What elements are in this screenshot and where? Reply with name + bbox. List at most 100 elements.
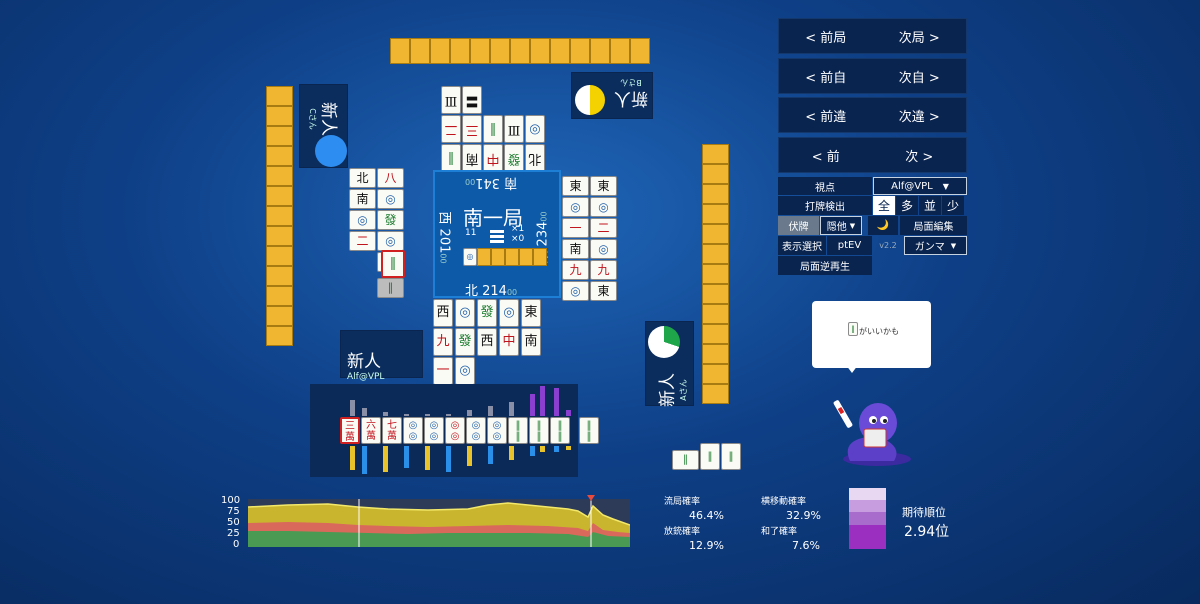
discard-tile: ◎ bbox=[562, 281, 589, 301]
wall-tile bbox=[470, 38, 490, 64]
wall-tile bbox=[266, 226, 293, 246]
wall-tile bbox=[266, 126, 293, 146]
ptev-button[interactable]: ptEV bbox=[827, 236, 872, 255]
prev-diff-button[interactable]: < 前違 bbox=[805, 109, 847, 125]
eval-bar-down bbox=[566, 446, 571, 450]
prev-self-button[interactable]: < 前自 bbox=[805, 70, 847, 86]
rank-label: 期待順位 bbox=[902, 506, 946, 519]
extra-count: ×0 bbox=[511, 234, 525, 244]
wall-tile bbox=[530, 38, 550, 64]
moon-icon[interactable]: 🌙 bbox=[868, 216, 898, 235]
hidden-select[interactable]: 隠他 ▼ bbox=[820, 216, 862, 235]
left-wall bbox=[266, 86, 293, 346]
next-button[interactable]: 次 > bbox=[905, 149, 934, 165]
hand-tile[interactable]: ◎◎ bbox=[487, 417, 507, 444]
wall-tile bbox=[450, 38, 470, 64]
wall-tile bbox=[490, 38, 510, 64]
discard-tile: 北 bbox=[525, 144, 545, 172]
honba-count: 11 bbox=[465, 228, 477, 238]
ryukyoku-value: 46.4% bbox=[689, 509, 724, 522]
houju-value: 12.9% bbox=[689, 539, 724, 552]
wall-tile bbox=[702, 284, 729, 304]
discard-tile: 南 bbox=[562, 239, 589, 259]
eval-bar-up bbox=[554, 388, 559, 416]
player-sub: Bさん bbox=[620, 78, 642, 87]
wall-tile bbox=[266, 326, 293, 346]
hand-tile[interactable]: ◎◎ bbox=[445, 417, 465, 444]
player-sub: Alf@VPL bbox=[347, 372, 385, 382]
hand-tile[interactable]: ◎◎ bbox=[403, 417, 423, 444]
chevron-down-icon: ▼ bbox=[942, 181, 949, 191]
eval-bar-up bbox=[425, 414, 430, 416]
hand-tile[interactable]: 三萬 bbox=[340, 417, 360, 444]
view-select[interactable]: Alf@VPL ▼ bbox=[873, 177, 967, 195]
prev-button[interactable]: < 前 bbox=[811, 149, 840, 165]
eval-bar-down bbox=[404, 446, 409, 468]
discard-tile: 東 bbox=[521, 299, 541, 327]
hidden-select-value: 隠他 bbox=[826, 222, 847, 233]
next-self-button[interactable]: 次自 > bbox=[898, 70, 940, 86]
discard-tile: 北 bbox=[349, 168, 376, 188]
discard-tile: Ⅲ bbox=[441, 86, 461, 114]
gamma-select[interactable]: ガンマ ▼ bbox=[904, 236, 967, 255]
y-tick-0: 0 bbox=[233, 539, 240, 550]
level-all-button[interactable]: 全 bbox=[873, 196, 895, 215]
right-wall bbox=[702, 144, 729, 404]
dora-marker: ‖ bbox=[377, 278, 404, 298]
step-nav-row: < 前 次 > bbox=[778, 137, 967, 173]
eval-bar-up bbox=[467, 410, 472, 416]
display-select-button[interactable]: 表示選択 bbox=[778, 236, 826, 255]
riichi-count: ×1 bbox=[511, 224, 525, 234]
eval-bar-up bbox=[488, 406, 493, 416]
wall-tile bbox=[702, 244, 729, 264]
position-pointer-icon bbox=[587, 495, 595, 501]
discard-tile: 南 bbox=[349, 189, 376, 209]
hand-tile[interactable]: ‖‖ bbox=[579, 417, 599, 444]
view-label: 視点 bbox=[778, 177, 872, 195]
level-few-button[interactable]: 少 bbox=[942, 196, 964, 215]
discard-tile: ◎ bbox=[590, 197, 617, 217]
chevron-down-icon: ▼ bbox=[950, 241, 957, 250]
player-panel-left: 新人 Cさん bbox=[299, 84, 348, 168]
score-south: 南 341 bbox=[475, 175, 518, 190]
eval-bar-down bbox=[540, 446, 545, 452]
player-sub: Cさん bbox=[308, 108, 317, 130]
hand-tiles: 三萬六萬七萬◎◎◎◎◎◎◎◎◎◎‖‖‖‖‖‖‖‖ bbox=[340, 417, 599, 444]
discards-bottom: 西◎發◎東九發西中南一◎ bbox=[433, 299, 542, 385]
wall-tile bbox=[266, 166, 293, 186]
wall-tile bbox=[266, 146, 293, 166]
prev-round-button[interactable]: < 前局 bbox=[805, 30, 847, 46]
eval-bar-up bbox=[362, 408, 367, 416]
player-name: 新人 bbox=[658, 373, 678, 407]
hand-tile[interactable]: ◎◎ bbox=[424, 417, 444, 444]
discards-right: 東東◎◎一二南◎九九◎東 bbox=[562, 176, 617, 301]
reverse-replay-button[interactable]: 局面逆再生 bbox=[778, 256, 872, 275]
hand-tile[interactable]: ‖‖ bbox=[508, 417, 528, 444]
hand-tile[interactable]: ‖‖ bbox=[529, 417, 549, 444]
eval-bar-down bbox=[425, 446, 430, 470]
level-many-button[interactable]: 多 bbox=[896, 196, 918, 215]
yokoido-label: 横移動確率 bbox=[761, 497, 807, 507]
eval-bar-up bbox=[350, 400, 355, 416]
edit-position-button[interactable]: 局面編集 bbox=[900, 216, 967, 235]
wall-tile bbox=[610, 38, 630, 64]
player-panel-top: 新人 Bさん bbox=[571, 72, 653, 119]
discard-tile: 九 bbox=[590, 260, 617, 280]
y-tick-75: 75 bbox=[227, 506, 240, 517]
called-tile: ‖ bbox=[381, 250, 405, 278]
hidden-tiles-toggle[interactable]: 伏牌 bbox=[778, 216, 819, 235]
hand-tile[interactable]: 七萬 bbox=[382, 417, 402, 444]
player-name: 新人 bbox=[614, 88, 648, 108]
hand-tile[interactable]: 六萬 bbox=[361, 417, 381, 444]
hand-tile[interactable]: ‖‖ bbox=[550, 417, 570, 444]
discard-tile: 中 bbox=[499, 328, 519, 356]
level-normal-button[interactable]: 並 bbox=[919, 196, 941, 215]
next-round-button[interactable]: 次局 > bbox=[898, 30, 940, 46]
hand-tile[interactable]: ◎◎ bbox=[466, 417, 486, 444]
discard-tile: ◎ bbox=[349, 210, 376, 230]
discard-tile: 二 bbox=[441, 115, 461, 143]
discard-tile: 三 bbox=[462, 115, 482, 143]
wall-tile bbox=[266, 286, 293, 306]
eval-bar-up bbox=[446, 414, 451, 416]
next-diff-button[interactable]: 次違 > bbox=[898, 109, 940, 125]
